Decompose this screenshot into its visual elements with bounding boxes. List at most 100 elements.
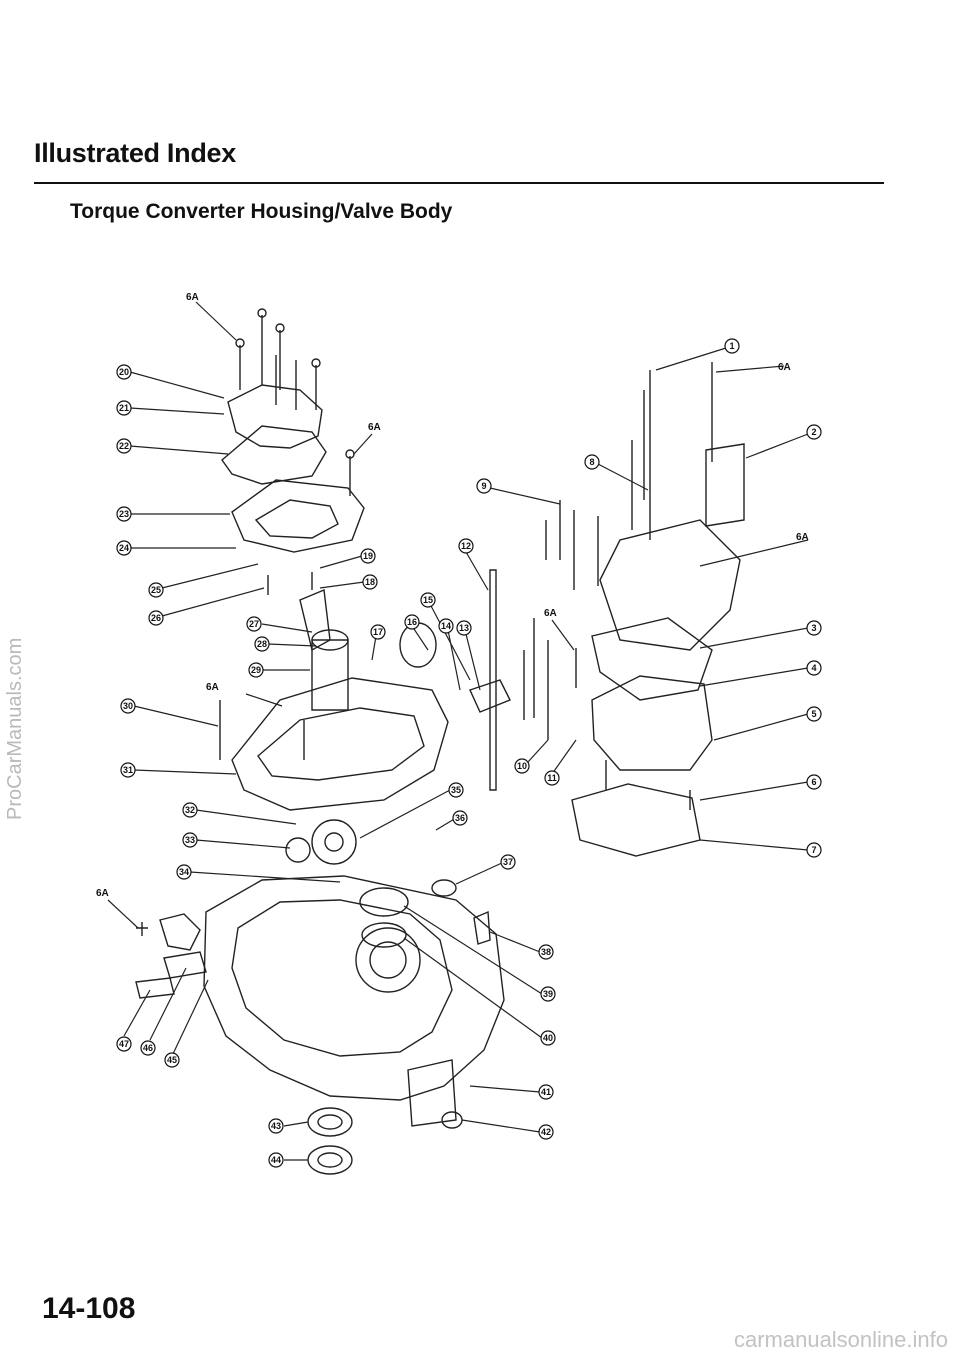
callout-circle [538, 1124, 554, 1140]
callout-number: 1 [729, 341, 734, 351]
torque-label-1: 6A [186, 292, 199, 303]
callout-circle [806, 620, 822, 636]
callout-23: 23 [116, 506, 132, 522]
callout-14: 14 [438, 618, 454, 634]
title-rule [34, 182, 884, 184]
callout-circle [544, 770, 560, 786]
callouts: 1234567891011121314151617181920212223242… [116, 338, 822, 1168]
callout-number: 41 [541, 1087, 551, 1097]
leader-33 [195, 839, 291, 849]
callout-number: 2 [811, 427, 816, 437]
callout-number: 9 [481, 481, 486, 491]
callout-circle [540, 1030, 556, 1046]
callout-24: 24 [116, 540, 132, 556]
accumulator-pipe [311, 639, 349, 711]
callout-number: 30 [123, 701, 133, 711]
leader-32 [195, 809, 297, 825]
callout-25: 25 [148, 582, 164, 598]
callout-number: 33 [185, 835, 195, 845]
leader-lines [107, 301, 809, 1161]
leader-9 [489, 487, 561, 505]
torque-label-2: 6A [778, 362, 791, 373]
callout-number: 35 [451, 785, 461, 795]
callout-34: 34 [176, 864, 192, 880]
stator-shaft-arm [299, 588, 331, 652]
callout-circle [362, 574, 378, 590]
leader-14 [447, 629, 461, 691]
callout-37: 37 [500, 854, 516, 870]
callout-43: 43 [268, 1118, 284, 1134]
leader-5 [713, 713, 809, 741]
callout-19: 19 [360, 548, 376, 564]
leader-31 [133, 769, 237, 775]
callout-35: 35 [448, 782, 464, 798]
callout-circle [420, 592, 436, 608]
callout-42: 42 [538, 1124, 554, 1140]
leader-6A-center [551, 619, 575, 651]
callout-circle [806, 774, 822, 790]
callout-circle [268, 1152, 284, 1168]
callout-circle [182, 802, 198, 818]
callout-number: 47 [119, 1039, 129, 1049]
callout-1: 1 [724, 338, 740, 354]
callout-7: 7 [806, 842, 822, 858]
callout-number: 17 [373, 627, 383, 637]
main-valve-body-detail [257, 707, 425, 781]
callout-circle [116, 506, 132, 522]
callout-circle [116, 364, 132, 380]
callout-number: 31 [123, 765, 133, 775]
leader-17 [371, 635, 377, 661]
callout-number: 10 [517, 761, 527, 771]
callout-circle [538, 944, 554, 960]
callout-6: 6 [806, 774, 822, 790]
callout-number: 38 [541, 947, 551, 957]
leader-45 [171, 979, 209, 1057]
callout-22: 22 [116, 438, 132, 454]
callout-circle [116, 1036, 132, 1052]
leader-6A-top-right [715, 365, 785, 373]
callout-number: 13 [459, 623, 469, 633]
housing-bore [355, 927, 421, 993]
leader-28 [267, 643, 317, 647]
callout-31: 31 [120, 762, 136, 778]
callout-30: 30 [120, 698, 136, 714]
pump-drive-gear [285, 837, 311, 863]
callout-number: 37 [503, 857, 513, 867]
servo-body-inner [254, 499, 339, 539]
upper-plate-right [591, 617, 713, 701]
callout-number: 18 [365, 577, 375, 587]
callout-circle [246, 616, 262, 632]
page-number: 14-108 [42, 1292, 136, 1325]
callout-circle [806, 660, 822, 676]
diagram-subtitle: Torque Converter Housing/Valve Body [70, 200, 453, 223]
callout-28: 28 [254, 636, 270, 652]
leader-34 [189, 871, 341, 883]
callout-number: 15 [423, 595, 433, 605]
speed-sensor-2 [163, 951, 207, 979]
callout-45: 45 [164, 1052, 180, 1068]
sensor-bolt [136, 922, 148, 936]
callout-number: 22 [119, 441, 129, 451]
solenoid-body [705, 443, 745, 527]
leader-26 [161, 587, 265, 617]
callout-circle [452, 810, 468, 826]
leader-6A-valve [245, 693, 283, 707]
callout-circle [458, 538, 474, 554]
callout-circle [248, 662, 264, 678]
leader-39 [403, 905, 543, 995]
leader-36 [435, 817, 457, 831]
callout-number: 40 [543, 1033, 553, 1043]
leader-6 [699, 781, 809, 801]
callout-number: 27 [249, 619, 259, 629]
torque-label-4: 6A [796, 532, 809, 543]
leader-6A-top-left [195, 301, 237, 341]
torque-converter-housing [203, 875, 505, 1101]
callout-36: 36 [452, 810, 468, 826]
callout-circle [116, 400, 132, 416]
callout-number: 20 [119, 367, 129, 377]
seal-44 [307, 1145, 353, 1175]
callout-47: 47 [116, 1036, 132, 1052]
callout-circle [116, 438, 132, 454]
leader-11 [551, 739, 577, 775]
callout-circle [140, 1040, 156, 1056]
